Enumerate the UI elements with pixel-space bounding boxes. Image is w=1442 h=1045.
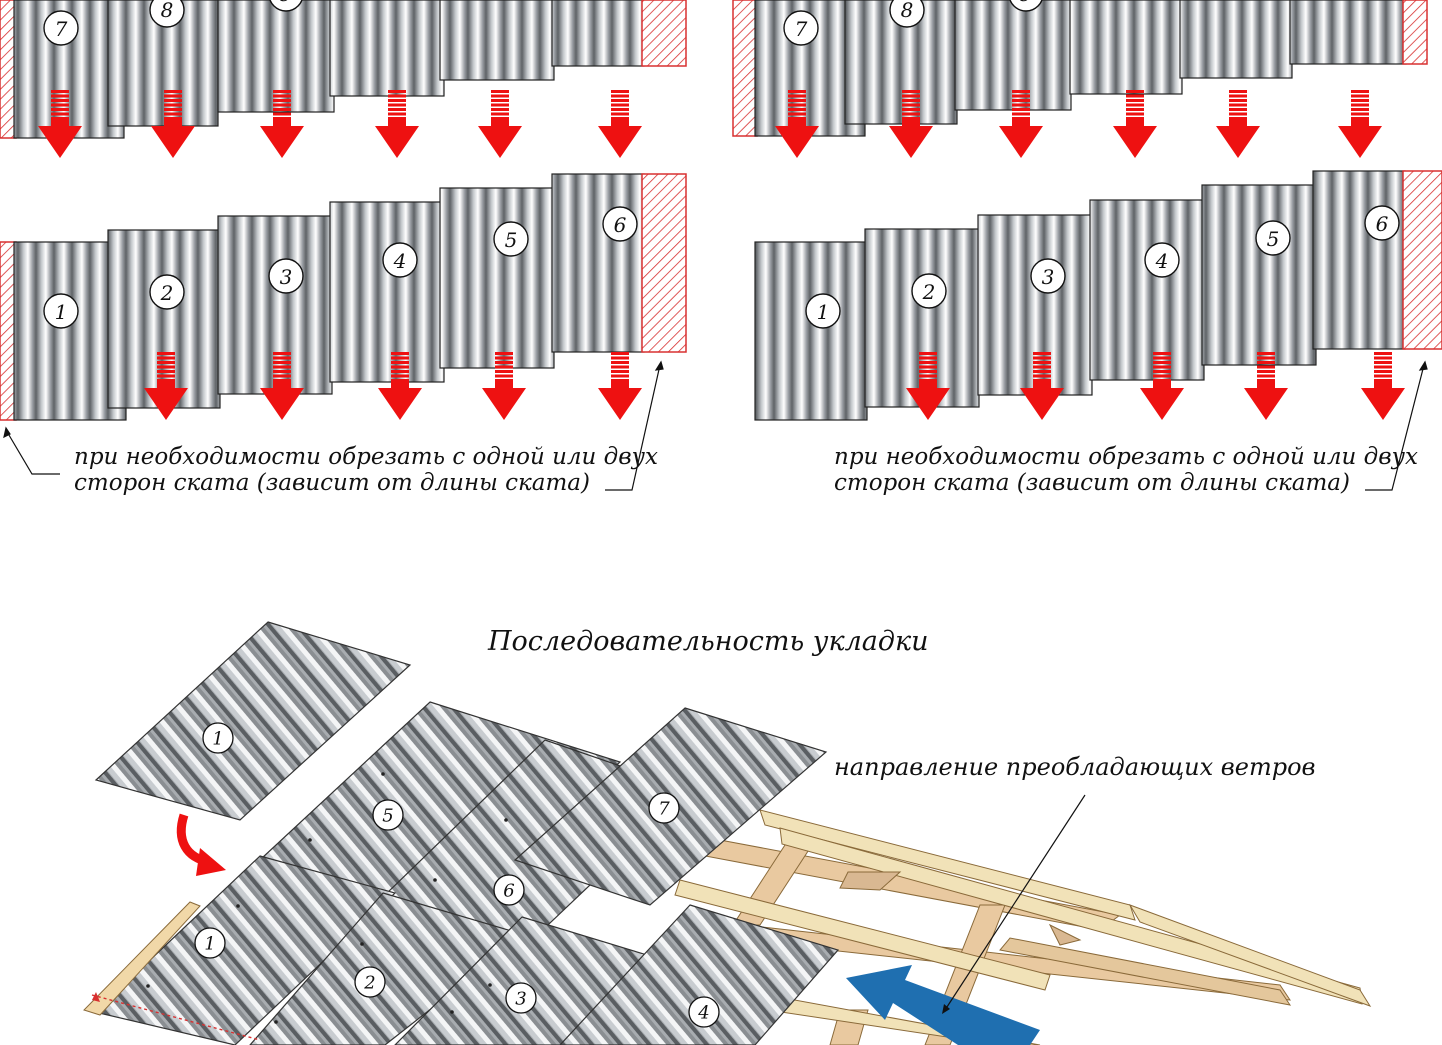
sheet-number: 1	[817, 300, 830, 324]
down-arrow	[999, 90, 1043, 158]
sheet-number: 6	[1376, 212, 1389, 236]
sheet-number: 6	[503, 881, 514, 902]
down-arrow	[1361, 352, 1405, 420]
top-right-panel: 7 8 9 1 2 3 4 5 6	[732, 0, 1442, 496]
down-arrow	[1113, 90, 1157, 158]
down-arrow	[378, 352, 422, 420]
sheet-number: 3	[515, 989, 526, 1010]
upper-sheet-row: 7 8 9	[0, 0, 687, 139]
sheet-number: 1	[204, 934, 215, 955]
cut-note-line-1: при необходимости обрезать с одной или д…	[74, 444, 658, 470]
sheet-badge	[43, 10, 79, 46]
down-arrow	[775, 90, 819, 158]
sheet-number: 4	[1155, 249, 1169, 273]
down-arrow	[889, 90, 933, 158]
down-arrow	[1216, 90, 1260, 158]
down-arrow	[144, 352, 188, 420]
roof-frame	[674, 809, 1372, 1045]
sheet-number: 5	[382, 806, 393, 827]
lower-sheet-row: 1 2 3 4 5 6	[754, 170, 1442, 421]
down-arrow	[1140, 352, 1184, 420]
cut-note-line-2: сторон ската (зависит от длины ската)	[834, 470, 1350, 496]
sheet-1-lifted	[94, 621, 412, 821]
corrugated-sheets	[93, 621, 840, 1045]
sheet-number: 5	[505, 228, 518, 252]
eave-board	[83, 901, 201, 1016]
down-arrow	[1338, 90, 1382, 158]
fastener-dots	[146, 772, 508, 1024]
sheet-4	[559, 904, 840, 1045]
sheet-number: 4	[697, 1003, 709, 1024]
wind-leader-line	[944, 794, 1086, 1011]
down-arrow	[598, 352, 642, 420]
down-arrow	[906, 352, 950, 420]
lower-sheet-row: 1 2 3 4 5 6	[0, 173, 687, 421]
sheet-number: 3	[280, 265, 293, 289]
down-arrow	[598, 90, 642, 158]
sheet-number: 9	[1020, 0, 1033, 6]
sequence-title: Последовательность укладки	[487, 626, 929, 657]
sheet-number: 3	[1042, 265, 1055, 289]
wind-arrow	[846, 965, 1040, 1045]
sheet-number: 7	[55, 17, 68, 41]
down-arrow	[151, 90, 195, 158]
top-left-panel: 7 8 9 1 2 3 4 5 6	[0, 0, 687, 496]
wind-direction-label: направление преобладающих ветров	[834, 753, 1316, 781]
sheet-badge	[149, 0, 185, 28]
flow-arrows	[775, 90, 1405, 420]
cut-note-line-1: при необходимости обрезать с одной или д…	[834, 444, 1418, 470]
down-arrow	[375, 90, 419, 158]
sheet-number: 2	[363, 973, 375, 994]
sheet-number: 4	[393, 249, 407, 273]
cut-note-line-2: сторон ската (зависит от длины ската)	[74, 470, 590, 496]
sheet-number: 7	[795, 17, 808, 41]
sheet-number: 8	[161, 0, 174, 22]
eave-edge-line	[91, 994, 261, 1041]
down-arrow	[38, 90, 82, 158]
sheet-2	[249, 892, 527, 1045]
flow-arrows	[38, 90, 642, 420]
move-arrow	[176, 813, 226, 876]
sheet-badges: 1 1 5 6 7 2 3 4	[194, 722, 720, 1028]
sheet-number: 2	[922, 280, 936, 304]
sheet-number: 8	[901, 0, 914, 22]
down-arrow	[1244, 352, 1288, 420]
leader-lines	[3, 360, 664, 491]
down-arrow	[482, 352, 526, 420]
sheet-number: 6	[614, 213, 627, 237]
sheet-number: 7	[658, 799, 670, 820]
sheet-badge	[269, 0, 303, 12]
sheet-number: 2	[160, 281, 174, 305]
sheet-number: 1	[212, 729, 223, 750]
leader-lines	[1365, 360, 1428, 491]
sheet-number: 1	[55, 300, 68, 324]
upper-sheet-row: 7 8 9	[732, 0, 1428, 137]
down-arrow	[260, 352, 304, 420]
sheet-number: 5	[1267, 227, 1280, 251]
down-arrow	[478, 90, 522, 158]
laying-sequence-illustration: Последовательность укладки направление п…	[83, 621, 1372, 1045]
sheet-number: 9	[280, 0, 293, 6]
down-arrow	[1020, 352, 1064, 420]
down-arrow	[260, 90, 304, 158]
